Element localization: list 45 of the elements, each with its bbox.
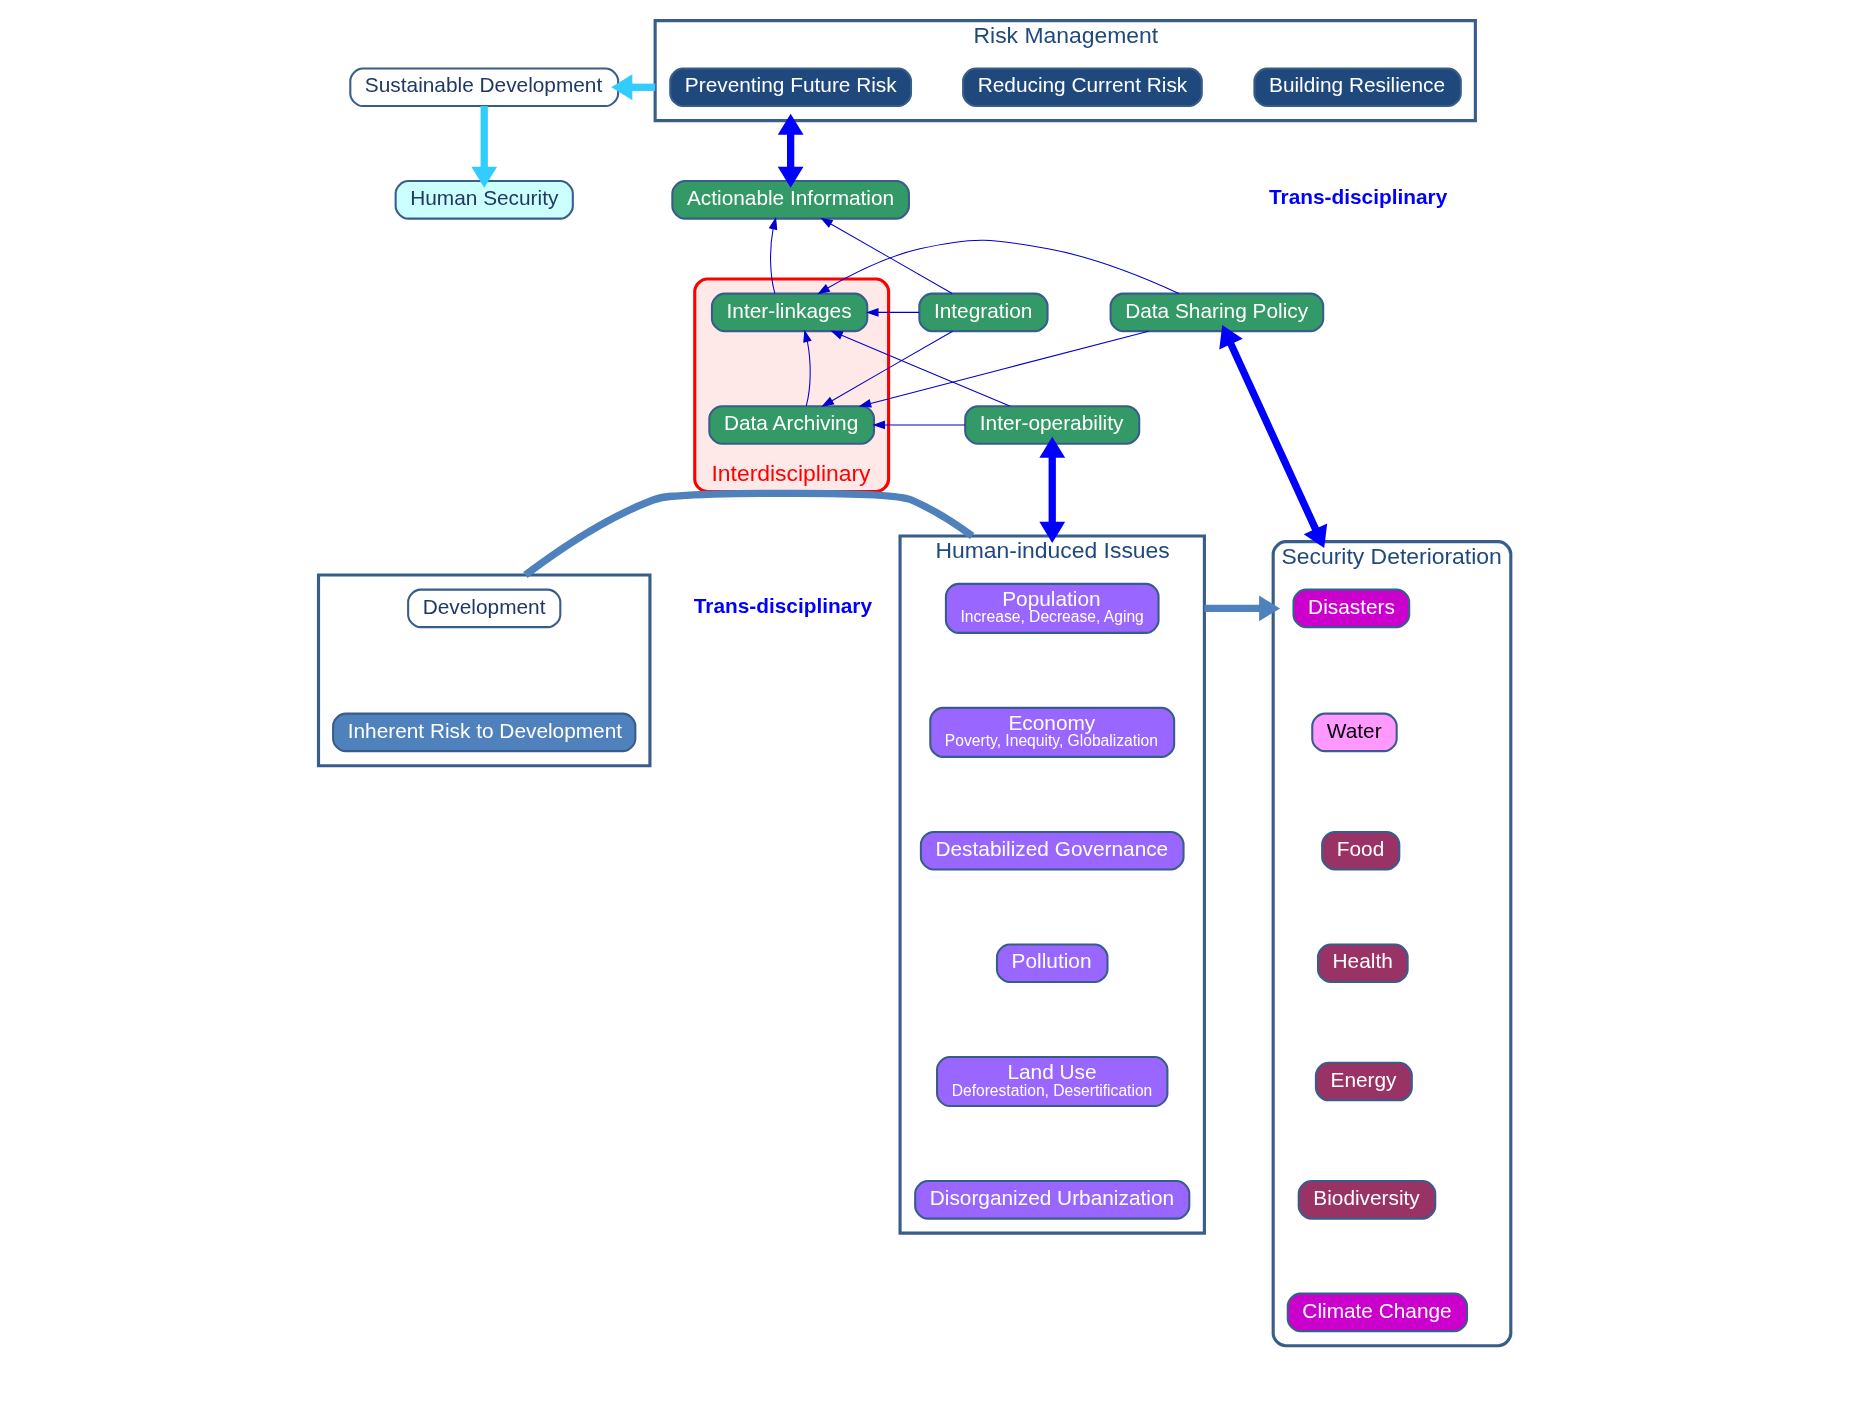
node-box: Inter-linkages <box>710 292 868 333</box>
node-box: Energy <box>1314 1061 1413 1102</box>
node-box: Sustainable Development <box>348 67 619 108</box>
node-box: Preventing Future Risk <box>668 67 912 108</box>
arrow <box>816 239 1179 295</box>
arrow <box>1218 325 1327 548</box>
arrow <box>829 330 1010 407</box>
node-box: Inherent Risk to Development <box>331 712 636 753</box>
connector <box>522 489 974 578</box>
arrow <box>470 106 497 188</box>
node-box: Building Resilience <box>1252 67 1462 108</box>
arrow <box>1038 436 1065 543</box>
arrow <box>610 74 655 101</box>
node-box: Integration <box>917 292 1049 333</box>
node-box: Data Archiving <box>707 405 875 445</box>
node-box: Water <box>1310 712 1398 753</box>
node-box: Pollution <box>995 943 1108 984</box>
node-box: Development <box>406 588 561 629</box>
arrow <box>872 420 965 430</box>
arrow <box>865 308 920 317</box>
node-box: Disorganized Urbanization <box>913 1180 1190 1220</box>
node-box: Land Use Deforestation, Desertification <box>935 1056 1168 1108</box>
node-box: Economy Poverty, Inequity, Globalization <box>928 706 1175 758</box>
node-box: Data Sharing Policy <box>1109 292 1324 333</box>
node-box: Health <box>1316 943 1409 984</box>
node-box: Actionable Information <box>670 180 910 220</box>
node-box: Reducing Current Risk <box>961 67 1203 108</box>
arrow <box>1203 595 1280 622</box>
node-box: Human Security <box>394 180 574 220</box>
label: Trans-disciplinary <box>693 593 872 617</box>
arrow <box>777 113 804 188</box>
label: Trans-disciplinary <box>1268 185 1447 208</box>
arrow <box>858 330 1149 408</box>
arrow <box>802 329 812 407</box>
arrow <box>820 330 953 407</box>
node-box: Disasters <box>1291 588 1410 629</box>
node-box: Biodiversity <box>1297 1180 1436 1220</box>
cluster <box>316 573 651 768</box>
node-box: Climate Change <box>1286 1292 1468 1333</box>
node-box: Population Increase, Decrease, Aging <box>944 582 1160 634</box>
arrow <box>768 217 777 294</box>
node-box: Food <box>1320 830 1400 871</box>
node-box: Inter-operability <box>963 405 1140 445</box>
arrow <box>819 217 953 294</box>
node-box: Destabilized Governance <box>919 830 1185 871</box>
